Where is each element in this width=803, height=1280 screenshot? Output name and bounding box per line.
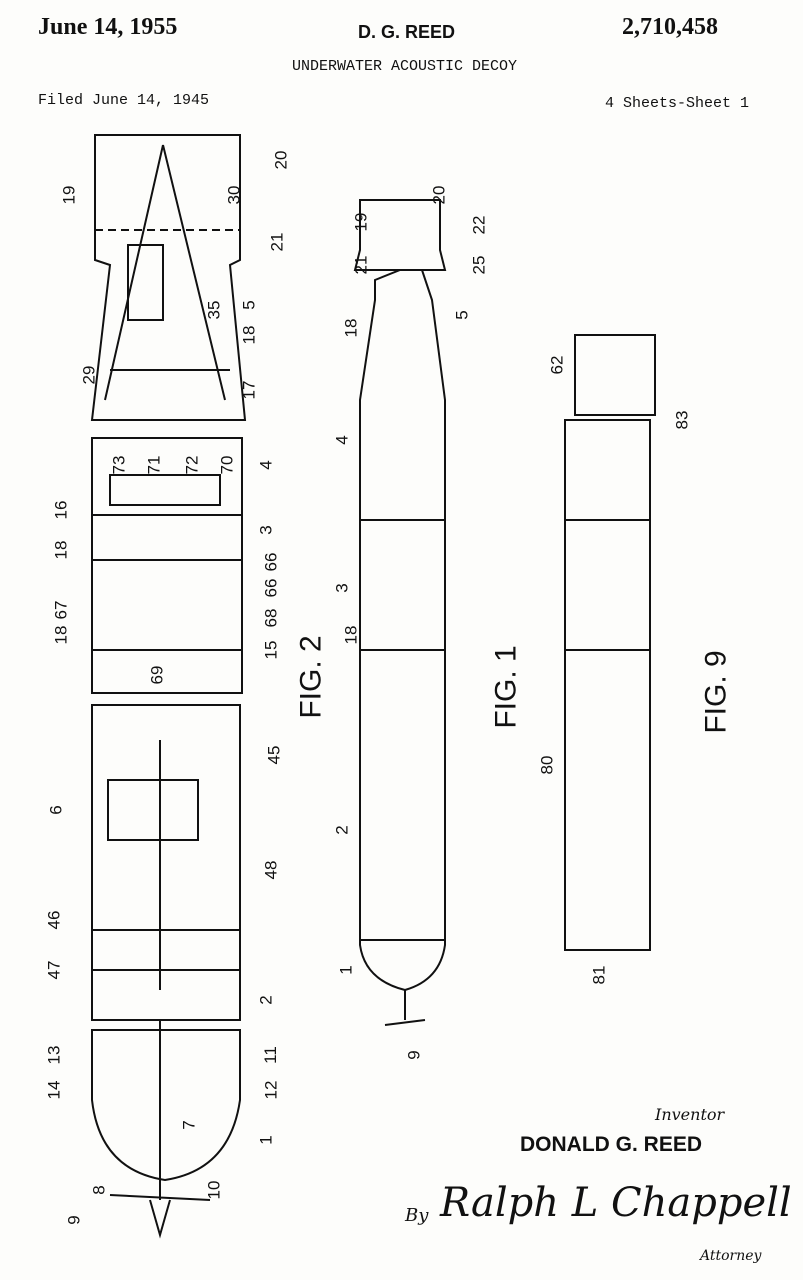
reference-numeral: 19 bbox=[351, 212, 371, 232]
reference-numeral: 14 bbox=[44, 1080, 64, 1100]
filed-date: Filed June 14, 1945 bbox=[38, 92, 210, 109]
patent-number: 2,710,458 bbox=[622, 14, 718, 40]
fig9-drawing bbox=[564, 334, 656, 951]
reference-numeral: 4 bbox=[332, 435, 352, 445]
reference-numeral: 18 bbox=[341, 625, 361, 645]
reference-numeral: 1 bbox=[256, 1135, 276, 1145]
reference-numeral: 21 bbox=[267, 232, 287, 252]
reference-numeral: 18 bbox=[341, 318, 361, 338]
reference-numeral: 73 bbox=[109, 455, 129, 475]
reference-numeral: 3 bbox=[332, 583, 352, 593]
reference-numeral: 19 bbox=[59, 185, 79, 205]
reference-numeral: 29 bbox=[79, 365, 99, 385]
reference-numeral: 48 bbox=[261, 860, 281, 880]
attorney-label: Attorney bbox=[700, 1248, 762, 1264]
reference-numeral: 67 bbox=[51, 600, 71, 620]
patent-title: UNDERWATER ACOUSTIC DECOY bbox=[292, 58, 518, 75]
reference-numeral: 81 bbox=[589, 965, 609, 985]
reference-numeral: 13 bbox=[44, 1045, 64, 1065]
reference-numeral: 12 bbox=[261, 1080, 281, 1100]
fig1-label: FIG. 1 bbox=[489, 645, 523, 729]
reference-numeral: 7 bbox=[179, 1120, 199, 1130]
reference-numeral: 3 bbox=[256, 525, 276, 535]
reference-numeral: 15 bbox=[261, 640, 281, 660]
reference-numeral: 66 bbox=[261, 552, 281, 572]
reference-numeral: 18 bbox=[51, 540, 71, 560]
reference-numeral: 20 bbox=[429, 185, 449, 205]
issue-date: June 14, 1955 bbox=[38, 14, 178, 40]
reference-numeral: 22 bbox=[469, 215, 489, 235]
reference-numeral: 2 bbox=[256, 995, 276, 1005]
reference-numeral: 62 bbox=[547, 355, 567, 375]
reference-numeral: 46 bbox=[44, 910, 64, 930]
reference-numeral: 66 bbox=[261, 578, 281, 598]
attorney-signature: Ralph L Chappell bbox=[440, 1180, 792, 1226]
reference-numeral: 18 bbox=[239, 325, 259, 345]
reference-numeral: 8 bbox=[89, 1185, 109, 1195]
reference-numeral: 5 bbox=[452, 310, 472, 320]
reference-numeral: 83 bbox=[672, 410, 692, 430]
reference-numeral: 47 bbox=[44, 960, 64, 980]
reference-numeral: 21 bbox=[351, 255, 371, 275]
reference-numeral: 11 bbox=[260, 1046, 280, 1064]
reference-numeral: 71 bbox=[144, 455, 164, 475]
reference-numeral: 10 bbox=[204, 1180, 224, 1200]
reference-numeral: 16 bbox=[51, 500, 71, 520]
reference-numeral: 35 bbox=[204, 300, 224, 320]
inventor-short: D. G. REED bbox=[358, 22, 456, 42]
reference-numeral: 70 bbox=[217, 455, 237, 475]
reference-numeral: 68 bbox=[261, 608, 281, 628]
reference-numeral: 80 bbox=[537, 755, 557, 775]
inventor-label: Inventor bbox=[655, 1105, 725, 1124]
fig2-label: FIG. 2 bbox=[294, 635, 328, 719]
reference-numeral: 9 bbox=[404, 1050, 424, 1060]
reference-numeral: 30 bbox=[224, 185, 244, 205]
reference-numeral: 25 bbox=[469, 255, 489, 275]
reference-numeral: 4 bbox=[256, 460, 276, 470]
reference-numeral: 20 bbox=[271, 150, 291, 170]
reference-numeral: 69 bbox=[147, 665, 167, 685]
reference-numeral: 72 bbox=[182, 455, 202, 475]
reference-numeral: 5 bbox=[239, 300, 259, 310]
by-label: By bbox=[405, 1205, 429, 1226]
inventor-name: DONALD G. REED bbox=[520, 1133, 703, 1156]
reference-numeral: 17 bbox=[239, 380, 259, 400]
sheet-count: 4 Sheets-Sheet 1 bbox=[605, 95, 750, 112]
reference-numeral: 45 bbox=[264, 745, 284, 765]
reference-numeral: 18 bbox=[51, 625, 71, 645]
fig1-drawing bbox=[353, 199, 447, 1026]
reference-numeral: 1 bbox=[336, 965, 356, 975]
reference-numeral: 9 bbox=[64, 1215, 84, 1225]
fig9-label: FIG. 9 bbox=[699, 650, 733, 734]
fig2-drawing bbox=[90, 134, 247, 1239]
reference-numeral: 6 bbox=[46, 805, 66, 815]
reference-numeral: 2 bbox=[332, 825, 352, 835]
